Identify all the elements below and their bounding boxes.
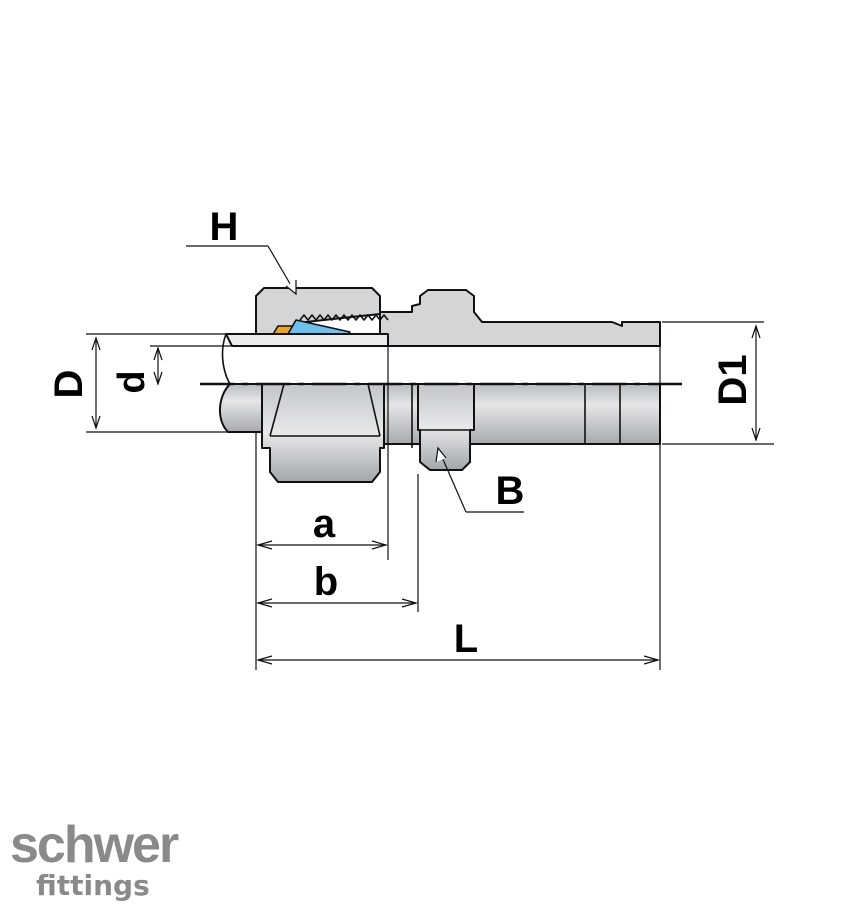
upper-section [221, 287, 661, 385]
label-D: D [47, 370, 91, 399]
logo-brand: schwer [10, 816, 179, 874]
nut-lower [261, 383, 385, 483]
tube-lower [219, 383, 263, 433]
label-d: d [111, 370, 153, 393]
label-a: a [313, 502, 336, 546]
tube-bore-line [221, 333, 231, 385]
lower-view [219, 383, 661, 483]
dimension-lines [86, 245, 774, 670]
label-D1: D1 [711, 354, 755, 405]
label-L: L [454, 617, 478, 661]
label-b: b [314, 560, 338, 604]
thread [299, 314, 389, 321]
label-H: H [210, 205, 239, 249]
body-upper [379, 289, 661, 347]
tube-upper [225, 333, 389, 347]
logo-sub: fittings [36, 869, 150, 902]
schwer-logo: schwer fittings [10, 816, 181, 902]
label-B: B [496, 469, 525, 513]
body-hex [417, 383, 475, 471]
